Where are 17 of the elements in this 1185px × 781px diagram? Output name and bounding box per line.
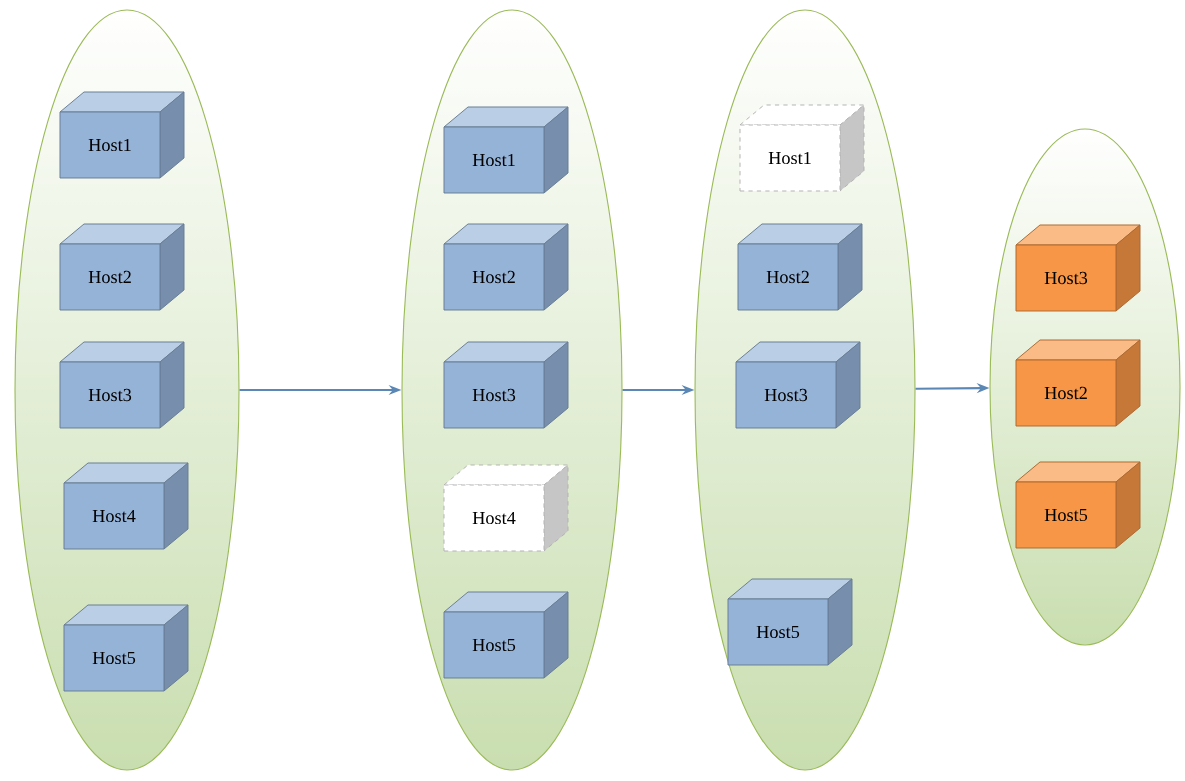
host-cube: Host3: [1015, 224, 1141, 312]
host-cube: Host2: [737, 223, 863, 311]
host-cube: Host3: [443, 341, 569, 429]
host-cube: Host5: [443, 591, 569, 679]
host-cube: Host3: [59, 341, 185, 429]
host-cube: Host5: [1015, 461, 1141, 549]
host-cube: Host1: [59, 91, 185, 179]
host-cube: Host5: [63, 604, 189, 692]
host-cube: Host5: [727, 578, 853, 666]
host-cube: Host1: [739, 104, 865, 192]
host-cube: Host2: [443, 223, 569, 311]
host-cube: Host3: [735, 341, 861, 429]
host-cube: Host2: [59, 223, 185, 311]
host-cube: Host2: [1015, 339, 1141, 427]
host-cube: Host1: [443, 106, 569, 194]
host-cube: Host4: [443, 464, 569, 552]
host-cube: Host4: [63, 462, 189, 550]
